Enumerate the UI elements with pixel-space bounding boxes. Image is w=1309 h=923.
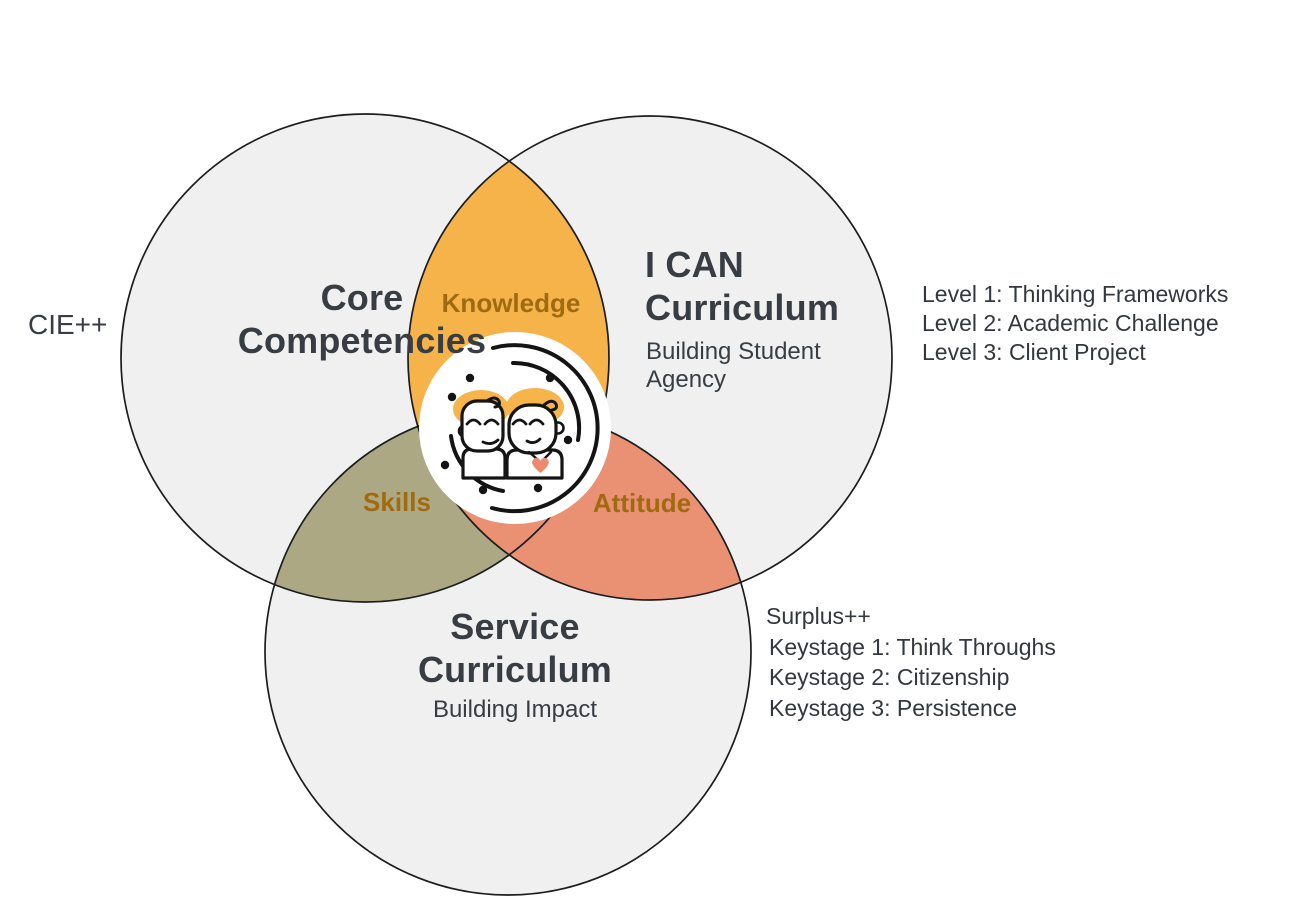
service-title-line2: Curriculum bbox=[417, 649, 613, 690]
core-title-line1: Core bbox=[320, 277, 404, 318]
core-circle-outline bbox=[120, 113, 610, 603]
left-annotation: CIE++ bbox=[28, 309, 108, 340]
ican-subtitle-line1: Building Student bbox=[646, 338, 821, 365]
service-subtitle: Building Impact bbox=[432, 696, 598, 723]
ican-subtitle-line2: Agency bbox=[646, 366, 727, 393]
ican-title-line2: Curriculum bbox=[645, 287, 840, 328]
knowledge-overlap-label: Knowledge bbox=[441, 288, 581, 318]
inner-top-arc bbox=[511, 360, 582, 442]
keystage-1-item: Keystage 1: Think Throughs bbox=[769, 633, 1056, 660]
ican-circle-outline bbox=[407, 115, 893, 601]
level-2-item: Level 2: Academic Challenge bbox=[922, 310, 1219, 336]
level-3-item: Level 3: Client Project bbox=[922, 339, 1146, 365]
ican-subtitle: Building Student Agency bbox=[646, 338, 821, 394]
ican-curriculum-title: I CAN Curriculum bbox=[645, 243, 839, 329]
service-title-line1: Service bbox=[450, 606, 580, 647]
service-keystages-list: Surplus++ Keystage 1: Think Throughs Key… bbox=[766, 601, 1056, 723]
keystage-2-item: Keystage 2: Citizenship bbox=[769, 664, 1010, 690]
hair-curls bbox=[485, 396, 558, 412]
surplus-header: Surplus++ bbox=[766, 603, 871, 629]
kid-faces bbox=[465, 418, 545, 445]
kid-heads bbox=[457, 399, 565, 455]
attitude-overlap-label: Attitude bbox=[592, 488, 692, 518]
left-kid-head bbox=[460, 399, 505, 453]
core-competencies-title: Core Competencies bbox=[162, 276, 562, 362]
service-curriculum-title: Service Curriculum bbox=[315, 605, 715, 691]
heart-icon bbox=[532, 457, 549, 473]
left-kid-eye-left bbox=[465, 418, 482, 426]
heart-necklace bbox=[527, 450, 553, 473]
right-kid-eye-right bbox=[528, 418, 545, 426]
decorative-dots bbox=[440, 373, 573, 495]
left-kid-smile bbox=[481, 438, 500, 445]
left-kid-body bbox=[461, 447, 507, 480]
keystage-3-item: Keystage 3: Persistence bbox=[769, 694, 1018, 721]
right-kid-head bbox=[507, 403, 558, 455]
skills-overlap-label: Skills bbox=[363, 487, 431, 517]
two-children-friendship-icon bbox=[419, 332, 611, 524]
right-kid-eye-left bbox=[511, 418, 528, 426]
outer-arc bbox=[490, 343, 600, 514]
ican-levels-list: Level 1: Thinking Frameworks Level 2: Ac… bbox=[922, 280, 1228, 367]
ican-title-line1: I CAN bbox=[645, 244, 744, 285]
right-kid-smile bbox=[525, 437, 542, 444]
core-title-line2: Competencies bbox=[237, 320, 487, 361]
level-1-item: Level 1: Thinking Frameworks bbox=[922, 281, 1229, 307]
left-kid-eye-right bbox=[483, 418, 500, 426]
